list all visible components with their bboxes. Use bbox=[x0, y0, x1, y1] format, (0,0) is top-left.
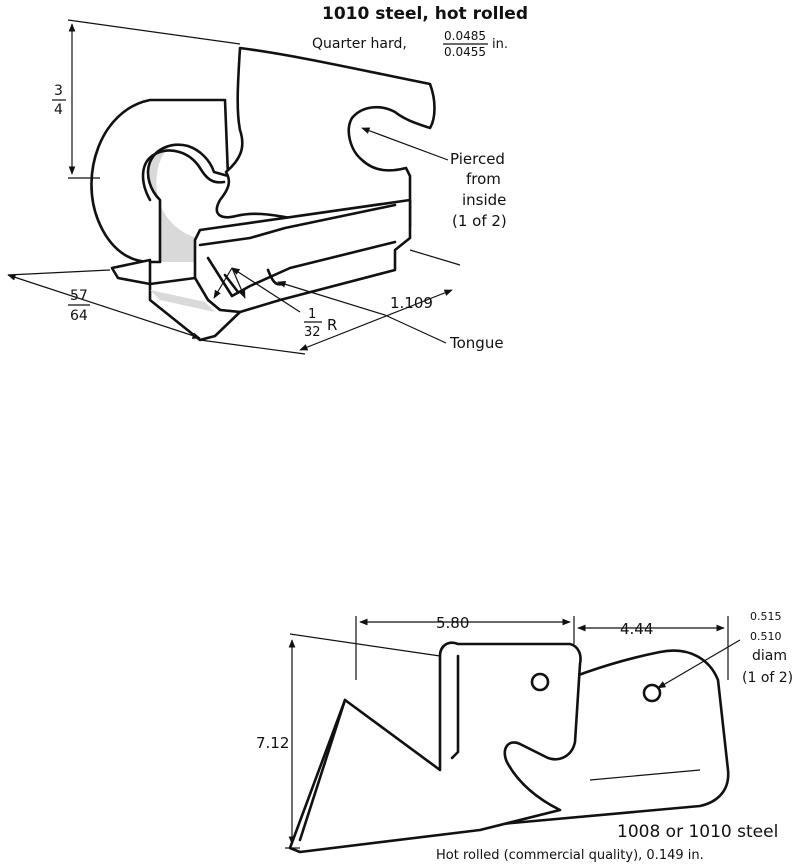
hole-diam-upper: 0.515 bbox=[750, 610, 782, 623]
hole-diam-lower: 0.510 bbox=[750, 630, 782, 643]
hole-diam-label: diam bbox=[752, 648, 787, 664]
dim-height-numerator: 3 bbox=[54, 83, 63, 99]
dim-radius-suffix: R bbox=[327, 316, 337, 334]
dim-width-denominator: 64 bbox=[70, 308, 88, 324]
upright-plate bbox=[217, 48, 435, 226]
dim-length-a: 5.80 bbox=[436, 614, 469, 632]
hole-count-label: (1 of 2) bbox=[742, 670, 793, 686]
pierced-note-line-1: Pierced bbox=[450, 150, 505, 168]
dim-length-top: 1.109 bbox=[390, 294, 433, 312]
top-thickness-unit: in. bbox=[492, 37, 508, 52]
pierced-note-line-4: (1 of 2) bbox=[452, 212, 507, 230]
top-part-drawing bbox=[90, 48, 435, 340]
dim-width-numerator: 57 bbox=[70, 288, 88, 304]
dim-height-denominator: 4 bbox=[54, 102, 63, 118]
dim-radius-denominator: 32 bbox=[304, 325, 321, 340]
dim-length-b: 4.44 bbox=[620, 620, 653, 638]
dim-height-bottom: 7.12 bbox=[256, 734, 289, 752]
bottom-material-spec: Hot rolled (commercial quality), 0.149 i… bbox=[436, 848, 704, 863]
dim-radius-numerator: 1 bbox=[308, 307, 316, 322]
bottom-material-title: 1008 or 1010 steel bbox=[617, 822, 778, 842]
top-material-title: 1010 steel, hot rolled bbox=[322, 4, 528, 24]
tongue-label: Tongue bbox=[449, 334, 504, 352]
top-thickness-lower: 0.0455 bbox=[444, 45, 486, 59]
top-thickness-upper: 0.0485 bbox=[444, 29, 486, 43]
top-material-spec: Quarter hard, bbox=[312, 36, 407, 52]
pierced-note-line-3: inside bbox=[462, 191, 506, 209]
pierced-note-line-2: from bbox=[466, 170, 501, 188]
